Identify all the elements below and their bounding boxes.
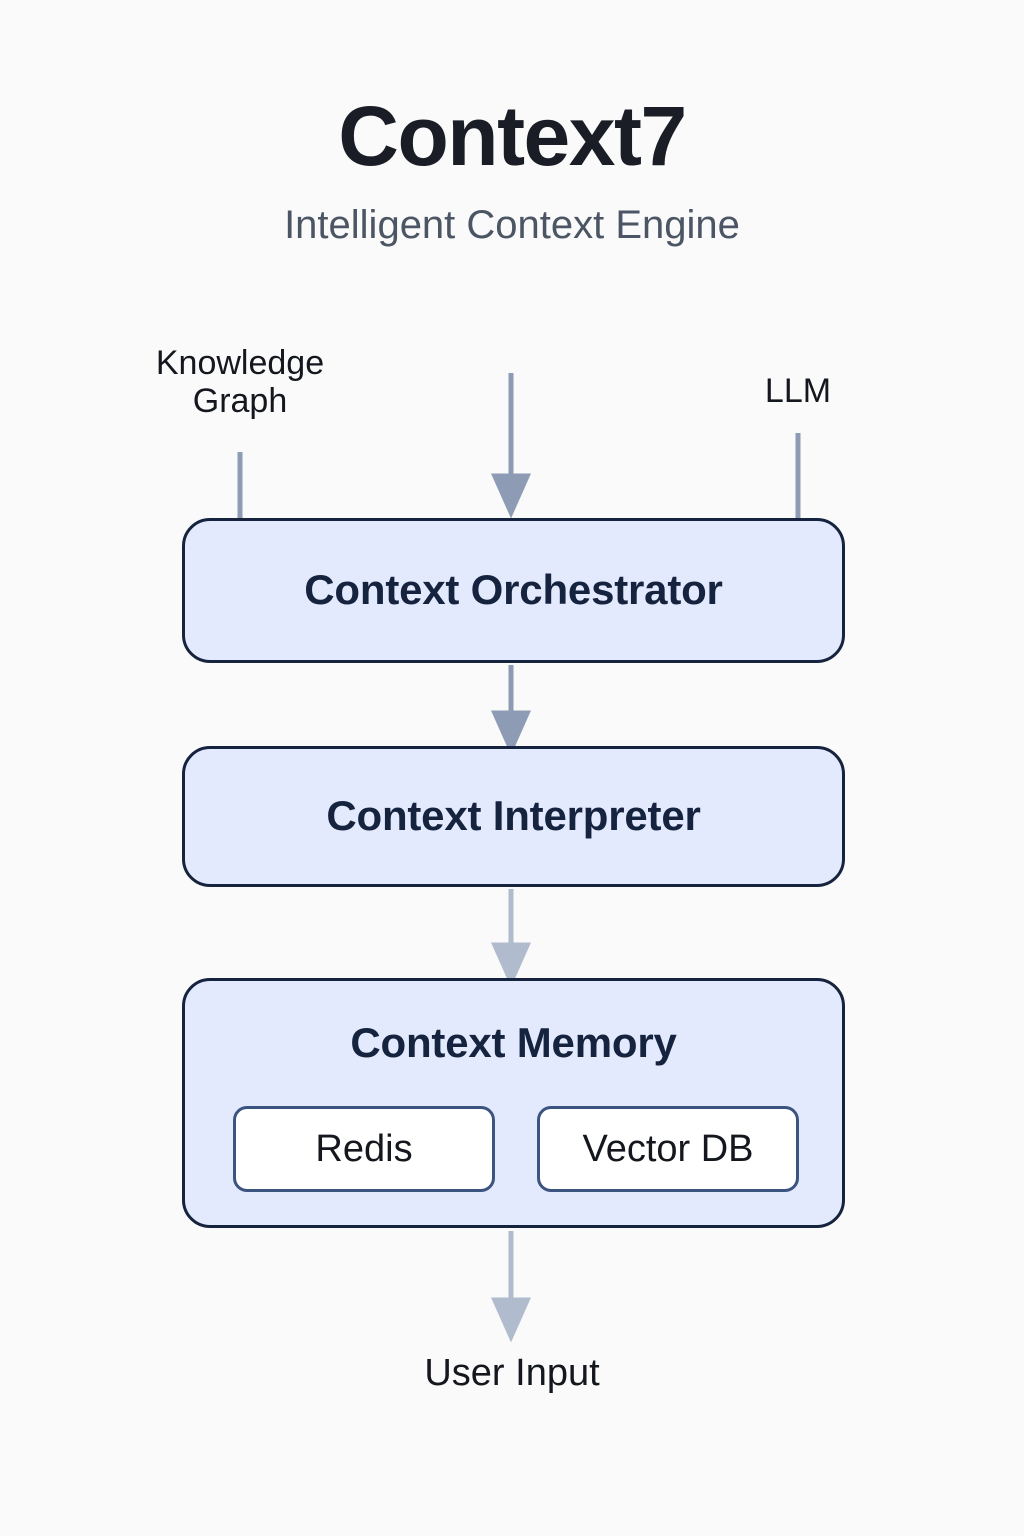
- node-context-orchestrator-label: Context Orchestrator: [304, 566, 723, 613]
- node-context-interpreter[interactable]: Context Interpreter: [182, 746, 845, 887]
- memory-store-row: Redis Vector DB: [233, 1106, 799, 1192]
- input-label-knowledge-graph-line1: Knowledge: [155, 344, 325, 382]
- input-label-llm: LLM: [764, 372, 832, 410]
- node-context-interpreter-label: Context Interpreter: [326, 792, 701, 839]
- store-redis-label: Redis: [315, 1128, 413, 1170]
- input-label-knowledge-graph-line2: Graph: [192, 382, 288, 421]
- store-vector-db[interactable]: Vector DB: [537, 1106, 799, 1192]
- page-title: Context7: [338, 89, 687, 183]
- node-context-memory-label: Context Memory: [350, 1019, 677, 1066]
- node-context-memory[interactable]: Context Memory Redis Vector DB: [182, 978, 845, 1228]
- page-subtitle: Intelligent Context Engine: [284, 203, 740, 247]
- store-redis[interactable]: Redis: [233, 1106, 495, 1192]
- input-label-knowledge-graph: Knowledge Graph: [110, 344, 370, 420]
- output-label-user-input: User Input: [424, 1352, 600, 1394]
- node-context-orchestrator[interactable]: Context Orchestrator: [182, 518, 845, 663]
- store-vector-db-label: Vector DB: [582, 1128, 754, 1170]
